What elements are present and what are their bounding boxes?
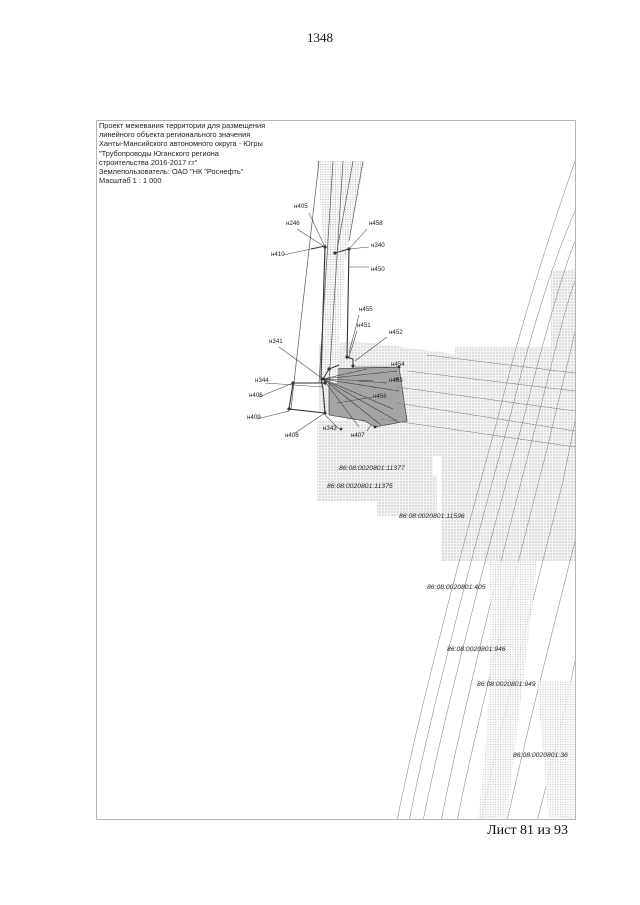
point-label: н405	[294, 203, 308, 210]
territory-lower-right	[377, 476, 437, 516]
point-label: н344	[255, 377, 269, 384]
point-label: н458	[369, 220, 383, 227]
point-label: н343	[323, 425, 337, 432]
territory-far-right	[551, 269, 575, 561]
point-label: н409	[247, 414, 261, 421]
point-label: н450	[371, 266, 385, 273]
point-label: н408	[285, 432, 299, 439]
caption-scale: Масштаб 1 : 1 000	[99, 176, 162, 186]
caption-line: Проект межевания территории для размещен…	[99, 121, 266, 130]
point-label: н453	[389, 377, 403, 384]
point-label: н451	[357, 322, 371, 329]
point-label: н340	[371, 242, 385, 249]
cadastral-map: Проект межевания территории для размещен…	[96, 120, 576, 820]
point-label: н456	[373, 393, 387, 400]
point-label: н454	[391, 361, 405, 368]
parcel-label: 86:08:0020801:949	[477, 681, 536, 688]
point-label: н406	[249, 392, 263, 399]
caption-line: Ханты-Мансийского автономного округа - Ю…	[99, 139, 263, 149]
caption-line: строительства 2016-2017 г.г"	[99, 157, 198, 167]
parcel-label: 86:08:0020801:11377	[339, 465, 405, 472]
point-label: н246	[286, 220, 300, 227]
point-label: н455	[359, 306, 373, 313]
construction-area	[328, 366, 408, 428]
parcel-label: 86:08:0020801:405	[427, 584, 486, 591]
caption-line: линейного объекта регионального значения	[99, 130, 251, 140]
map-drawing	[256, 160, 575, 819]
point-label: н407	[351, 432, 365, 439]
caption-line: Землепользователь: ОАО "НК "Роснефть"	[99, 167, 244, 177]
page-number: 1348	[307, 30, 333, 45]
parcel-label: 86:08:0020801:11375	[327, 483, 393, 490]
parcel-label: 86:08:0020801:946	[447, 646, 506, 653]
point-label: н410	[271, 251, 285, 258]
corridor-stipple-band	[477, 561, 537, 819]
allotment-boundary	[288, 245, 326, 414]
point-label: н341	[269, 338, 283, 345]
map-caption: Проект межевания территории для размещен…	[99, 121, 359, 185]
point-label: н452	[389, 329, 403, 336]
parcel-label: 86:08:0020801:36	[513, 752, 568, 759]
sheet-label: Лист 81 из 93	[487, 823, 568, 838]
caption-line: "Трубопроводы Юганского региона	[99, 148, 219, 158]
parcel-label: 86:08:0020801:11596	[399, 513, 465, 520]
